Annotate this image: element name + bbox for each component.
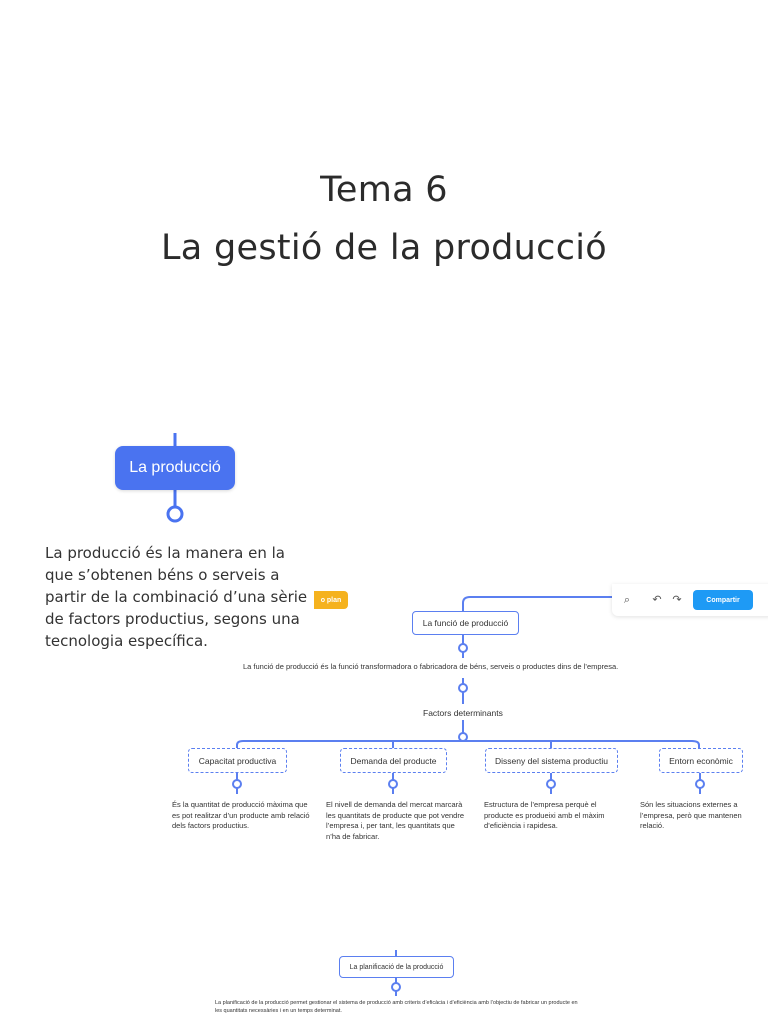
connector-knob[interactable] [391, 982, 401, 992]
plan-button[interactable]: o plan [314, 591, 348, 609]
factor-node-label: Demanda del producte [350, 755, 437, 766]
plan-button-label: o plan [320, 596, 342, 604]
planning-node-label: La planificació de la producció [349, 963, 444, 971]
share-button-label: Compartir [706, 596, 740, 604]
main-topic-description: La producció és la manera en la que s’ob… [45, 544, 308, 650]
slide-title-line1: Tema 6 [320, 170, 448, 210]
connector-knob[interactable] [388, 779, 398, 789]
connector-line [462, 596, 612, 613]
connector-knob[interactable] [166, 505, 184, 523]
planning-node[interactable]: La planificació de la producció [339, 956, 454, 978]
factor-description: Estructura de l’empresa perquè el produc… [484, 800, 605, 830]
connector-line [236, 740, 700, 748]
main-topic-label: La producció [129, 459, 221, 476]
connector-knob[interactable] [546, 779, 556, 789]
factor-node-capacity[interactable]: Capacitat productiva [188, 748, 287, 773]
redo-icon[interactable]: ↷ [672, 594, 682, 606]
factor-node-demand[interactable]: Demanda del producte [340, 748, 447, 773]
factor-node-label: Capacitat productiva [198, 755, 277, 766]
factor-node-label: Disseny del sistema productiu [495, 755, 608, 766]
factor-node-environment[interactable]: Entorn econòmic [659, 748, 743, 773]
connector-knob[interactable] [695, 779, 705, 789]
factor-description: El nivell de demanda del mercat marcarà … [326, 800, 465, 841]
undo-icon[interactable]: ↶ [652, 594, 662, 606]
connector-knob[interactable] [458, 732, 468, 742]
factor-node-design[interactable]: Disseny del sistema productiu [485, 748, 618, 773]
slide-title-line2: La gestió de la producció [161, 228, 607, 268]
function-node-label: La funció de producció [422, 618, 509, 628]
factor-description: Són les situacions externes a l’empresa,… [640, 800, 742, 830]
toolbar: ⌕ ↶ ↷ Compartir [612, 584, 768, 616]
connector-knob[interactable] [232, 779, 242, 789]
function-node-description: La funció de producció és la funció tran… [243, 662, 619, 671]
main-topic-node[interactable]: La producció [115, 446, 235, 490]
factor-node-label: Entorn econòmic [669, 755, 733, 766]
search-icon[interactable]: ⌕ [623, 594, 631, 606]
factors-label: Factors determinants [423, 708, 503, 718]
planning-node-description: La planificació de la producció permet g… [215, 1000, 578, 1014]
share-button[interactable]: Compartir [693, 590, 753, 610]
factor-description: És la quantitat de producció màxima que … [172, 800, 310, 830]
connector-knob[interactable] [458, 643, 468, 653]
connector-knob[interactable] [458, 683, 468, 693]
function-node[interactable]: La funció de producció [412, 611, 519, 635]
